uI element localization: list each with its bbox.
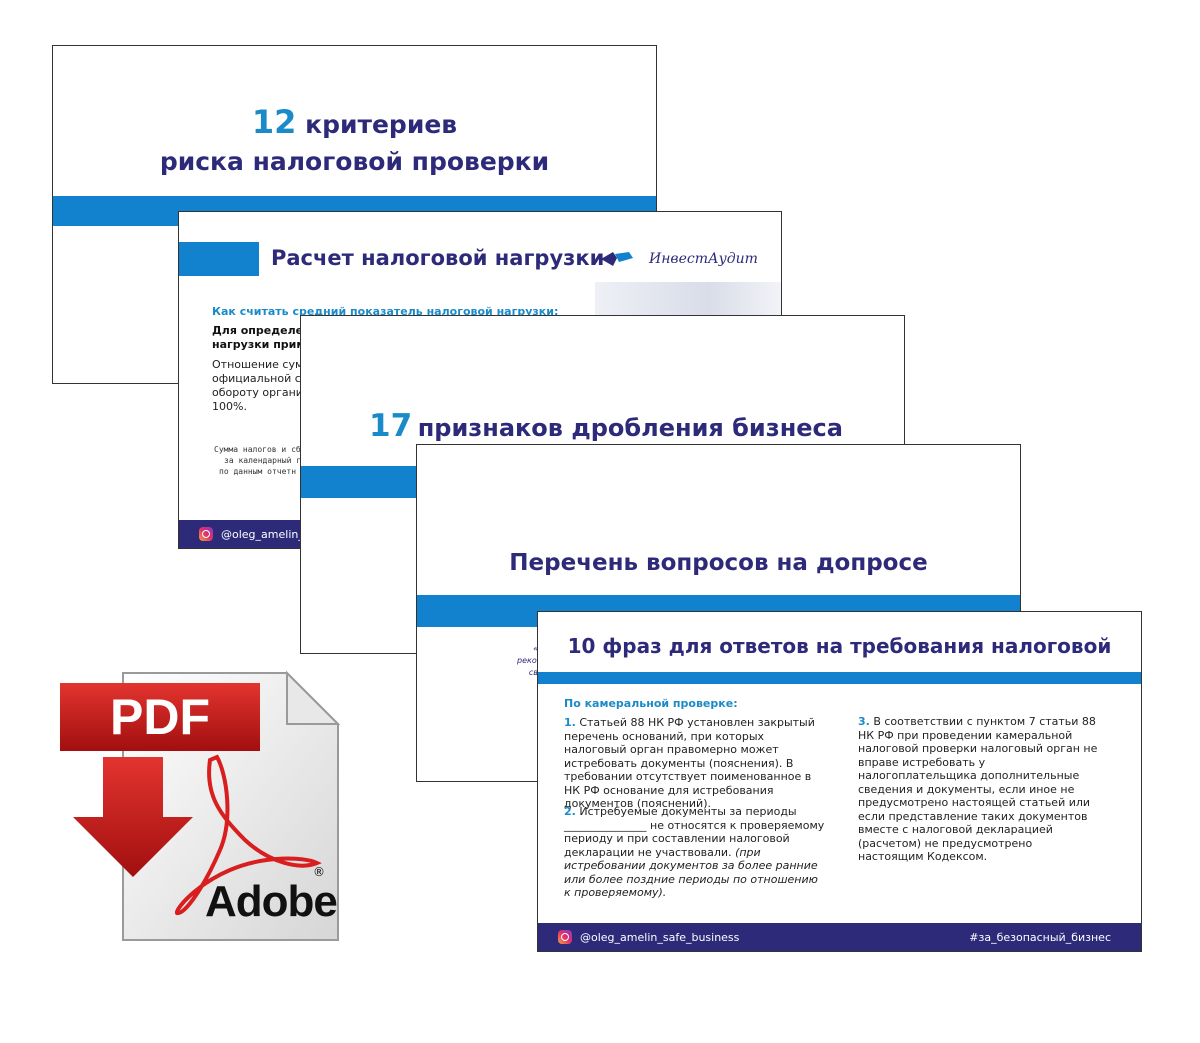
- slide2-footer-handle: @oleg_amelin_sa: [221, 527, 317, 541]
- slide5-footer: @oleg_amelin_safe_business #за_безопасны…: [538, 923, 1141, 951]
- slide5-item-1: 1. Статьей 88 НК РФ установлен закрытый …: [564, 716, 826, 811]
- slide2-formula: Сумма налогов и сб за календарный г по д…: [214, 444, 301, 477]
- logo-text: ИнвестАудит: [649, 251, 758, 267]
- instagram-icon: [558, 930, 572, 944]
- item1-text: Статьей 88 НК РФ установлен закрытый пер…: [564, 716, 815, 810]
- slide3-title: 17 признаков дробления бизнеса: [369, 408, 843, 444]
- slide5-title: 10 фраз для ответов на требования налого…: [567, 634, 1112, 658]
- item2-text: Истребуемые документы за периоды _______…: [564, 805, 825, 859]
- slide1-number: 12: [251, 103, 297, 141]
- pdf-download-icon: PDF Adobe ®: [55, 665, 350, 950]
- slide4-peek-line2: реком: [517, 656, 543, 665]
- slide2-subtitle: Как считать средний показатель налоговой…: [212, 305, 559, 318]
- slide2-formula-line3: по данным отчетн: [219, 467, 297, 476]
- slide2-p-line1: Отношение сумм: [212, 358, 312, 371]
- slide2-bold-text: Для определени нагрузки примен: [212, 324, 320, 352]
- slide-ten-phrases: 10 фраз для ответов на требования налого…: [537, 611, 1142, 952]
- slide4-peek-line1: «: [533, 644, 538, 653]
- slide2-paragraph: Отношение сумм официальной ста обороту о…: [212, 358, 314, 414]
- slide4-peek-text: « реком св: [517, 643, 543, 679]
- slide5-section-heading: По камеральной проверке:: [564, 697, 738, 710]
- item1-number: 1.: [564, 716, 576, 729]
- registered-mark: ®: [313, 865, 325, 879]
- slide2-blue-tab: [179, 242, 259, 276]
- slide5-item-3: 3. В соответствии с пунктом 7 статьи 88 …: [858, 715, 1098, 864]
- slide2-bold-line2: нагрузки примен: [212, 338, 321, 351]
- item3-number: 3.: [858, 715, 870, 728]
- item2-number: 2.: [564, 805, 576, 818]
- slide2-p-line3: обороту организ: [212, 386, 309, 399]
- slide3-title-text: признаков дробления бизнеса: [417, 414, 843, 442]
- logo-mark-icon: [601, 252, 633, 266]
- instagram-icon: [199, 527, 213, 541]
- pdf-label: PDF: [110, 689, 210, 745]
- slide3-number: 17: [369, 408, 413, 444]
- slide1-title: 12 критериев риска налоговой проверки: [53, 104, 656, 181]
- slide2-title: Расчет налоговой нагрузки: [271, 246, 605, 270]
- slide2-formula-line2: за календарный г: [224, 456, 302, 465]
- investaudit-logo: ИнвестАудит: [599, 250, 758, 268]
- slide5-footer-hashtag: #за_безопасный_бизнес: [969, 930, 1111, 944]
- slide4-peek-line3: св: [528, 668, 538, 677]
- slide2-bold-line1: Для определени: [212, 324, 319, 337]
- slide5-footer-handle: @oleg_amelin_safe_business: [580, 930, 740, 944]
- item2-note: (при истребовании документов за более ра…: [564, 845, 818, 900]
- slide2-p-line4: 100%.: [212, 400, 247, 413]
- slide5-blue-band: [538, 672, 1141, 684]
- slide2-p-line2: официальной ста: [212, 372, 314, 385]
- slide1-line2: риска налоговой проверки: [159, 147, 550, 176]
- slide2-formula-line1: Сумма налогов и сб: [214, 445, 301, 454]
- slide4-title: Перечень вопросов на допросе: [509, 550, 928, 576]
- item3-text: В соответствии с пунктом 7 статьи 88 НК …: [858, 715, 1098, 863]
- slide2-photo-corner: [595, 282, 781, 320]
- slide1-line1: критериев: [305, 110, 458, 139]
- adobe-label: Adobe: [205, 877, 338, 926]
- pdf-file-icon: [60, 670, 341, 941]
- slide5-item-2: 2. Истребуемые документы за периоды ____…: [564, 805, 826, 900]
